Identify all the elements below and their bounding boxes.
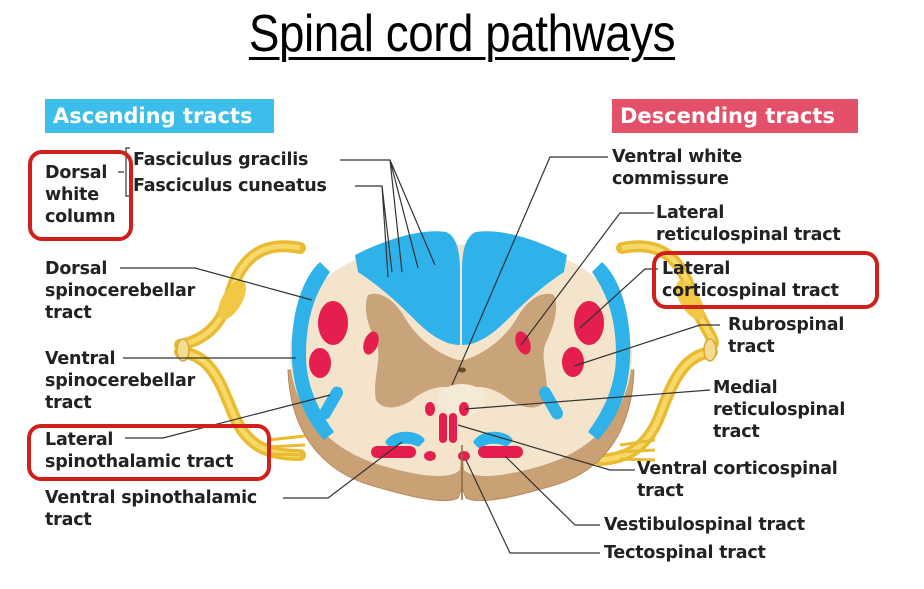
label-line: commissure [612, 169, 729, 189]
page-title: Spinal cord pathways [248, 5, 676, 63]
right-nerve-roots [594, 240, 719, 466]
label-ventral-corticospinal-tract: Ventral corticospinal tract [637, 458, 838, 502]
gray-matter [365, 293, 557, 408]
label-fasciculus-gracilis: Fasciculus gracilis [133, 150, 309, 170]
label-tectospinal-tract: Tectospinal tract [604, 543, 766, 563]
label-ventral-spinocerebellar-tract: Ventral spinocerebellar tract [45, 348, 195, 414]
label-rubrospinal-tract: Rubrospinal tract [728, 314, 844, 358]
label-fasciculus-cuneatus: Fasciculus cuneatus [133, 176, 327, 196]
label-line: column [45, 207, 116, 227]
label-line: reticulospinal [713, 400, 846, 420]
highlight-dorsal-white-column [28, 150, 133, 241]
left-spinocerebellar-tracts [291, 262, 334, 440]
label-line: spinocerebellar [45, 281, 195, 301]
left-tectospinal-tract [424, 451, 436, 461]
right-rubrospinal-tract [562, 347, 584, 377]
right-tectospinal-tract [458, 451, 470, 461]
label-line: spinothalamic tract [45, 452, 234, 472]
left-nerve-roots [174, 240, 306, 461]
label-dorsal-spinocerebellar-tract: Dorsal spinocerebellar tract [45, 258, 195, 324]
left-ventral-corticospinal-tract [439, 413, 447, 443]
left-rubrospinal-tract [309, 348, 331, 378]
label-line: spinocerebellar [45, 371, 195, 391]
label-line: Ventral spinothalamic [45, 488, 258, 508]
right-medial-reticulospinal-tract [459, 402, 469, 416]
leader-lines [118, 147, 720, 554]
label-line: tract [713, 422, 760, 442]
left-medial-reticulospinal-tract [425, 402, 435, 416]
label-line: Ventral white [612, 147, 743, 167]
right-lateral-corticospinal-tract [574, 301, 604, 345]
label-lateral-spinothalamic-tract: Lateral spinothalamic tract [45, 429, 234, 473]
right-vestibulospinal-tract [478, 446, 523, 458]
right-dorsal-white-column [462, 231, 567, 345]
left-lateral-reticulospinal-tract [363, 331, 379, 355]
right-ventral-corticospinal-tract [449, 413, 457, 443]
label-lateral-corticospinal-tract: Lateral corticospinal tract [662, 258, 839, 302]
label-line: Ventral corticospinal [637, 459, 838, 479]
right-spinocerebellar-tracts [588, 262, 631, 440]
label-line: Lateral [662, 259, 731, 279]
right-lateral-spinothalamic-tract [539, 386, 563, 420]
highlight-lateral-corticospinal-tract [652, 251, 879, 309]
left-ventral-spinothalamic-tract [385, 431, 425, 449]
label-ventral-spinothalamic-tract: Ventral spinothalamic tract [45, 487, 257, 531]
label-line: Ventral [45, 349, 116, 369]
label-line: corticospinal tract [662, 281, 839, 301]
label-medial-reticulospinal-tract: Medial reticulospinal tract [713, 377, 845, 443]
label-line: Lateral [656, 203, 725, 223]
label-line: tract [45, 510, 92, 530]
highlight-lateral-spinothalamic-tract [27, 424, 271, 481]
left-dorsal-white-column [355, 231, 460, 345]
label-line: Medial [713, 378, 778, 398]
left-vestibulospinal-tract [371, 446, 416, 458]
label-line: Dorsal [45, 163, 108, 183]
label-ventral-white-commissure: Ventral white commissure [612, 146, 742, 190]
label-line: tract [45, 393, 92, 413]
right-ventral-spinothalamic-tract [473, 431, 513, 449]
label-line: tract [637, 481, 684, 501]
left-lateral-spinothalamic-tract [319, 386, 343, 420]
label-line: Dorsal [45, 259, 108, 279]
label-line: tract [728, 337, 775, 357]
label-lateral-reticulospinal-tract: Lateral reticulospinal tract [656, 202, 841, 246]
descending-tracts-legend: Descending tracts [612, 99, 858, 133]
label-line: Rubrospinal [728, 315, 845, 335]
label-line: white [45, 185, 99, 205]
central-canal [458, 367, 466, 373]
ascending-tracts-legend: Ascending tracts [45, 99, 274, 133]
label-line: tract [45, 303, 92, 323]
left-spinal-nerve-cut-end [176, 338, 190, 362]
right-spinal-nerve-cut-end [703, 338, 717, 362]
label-line: Lateral [45, 430, 114, 450]
label-line: reticulospinal tract [656, 225, 841, 245]
label-dorsal-white-column: Dorsal white column [45, 162, 116, 228]
left-lateral-corticospinal-tract [318, 301, 348, 345]
label-vestibulospinal-tract: Vestibulospinal tract [604, 515, 805, 535]
